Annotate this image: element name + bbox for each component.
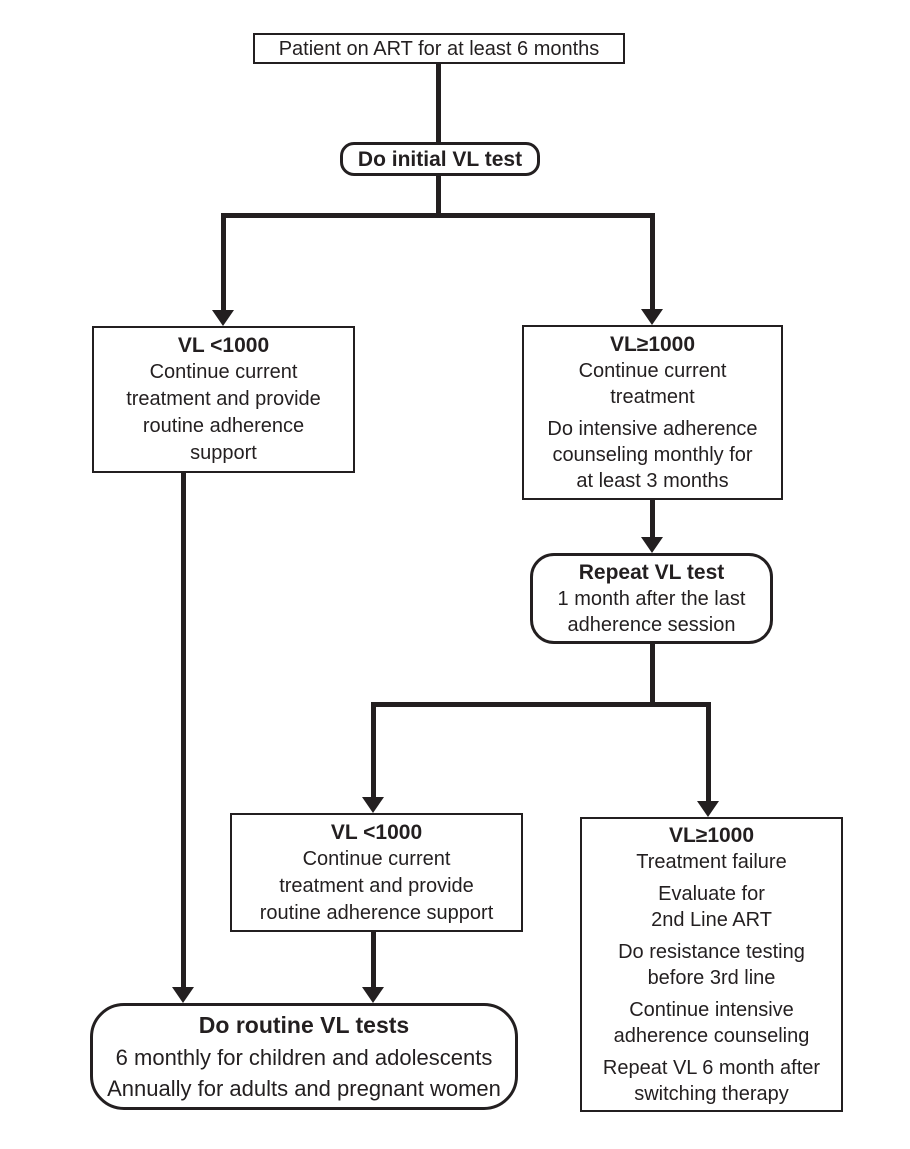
node-vl-under-1000-second-line: treatment and provide — [279, 874, 474, 897]
node-vl-over-1000-first-title: VL≥1000 — [609, 333, 696, 356]
node-do-routine-vl-tests-title: Do routine VL tests — [198, 1012, 410, 1038]
node-vl-under-1000-first-line: routine adherence — [142, 415, 305, 437]
arrowhead-into-vl-under-1000-first — [212, 310, 234, 326]
arrowhead-into-vl-over-1000-first — [641, 309, 663, 325]
node-vl-over-1000-first-line: at least 3 months — [576, 470, 729, 492]
node-vl-over-1000-second-line: switching therapy — [634, 1083, 789, 1105]
connector-branch-to-vl-over-1000-second — [706, 702, 711, 802]
node-vl-over-1000-second: VL≥1000 Treatment failure Evaluate for 2… — [580, 817, 843, 1112]
node-vl-over-1000-second-line: Do resistance testing — [618, 941, 805, 963]
node-vl-over-1000-second-line: Repeat VL 6 month after — [602, 1057, 821, 1079]
connector-vl-under-1000-second-to-routine-tests — [371, 930, 376, 988]
connector-initial-test-to-branch — [436, 174, 441, 218]
node-vl-over-1000-first: VL≥1000 Continue current treatment Do in… — [522, 325, 783, 500]
arrowhead-into-vl-under-1000-second — [362, 797, 384, 813]
node-vl-under-1000-first-line: support — [190, 442, 257, 464]
connector-vl-over-1000-to-repeat-test — [650, 500, 655, 538]
node-vl-over-1000-first-line: treatment — [610, 386, 695, 408]
node-vl-under-1000-second-title: VL <1000 — [330, 820, 423, 844]
node-vl-over-1000-second-line: adherence counseling — [613, 1025, 810, 1047]
arrowhead-into-routine-tests-left — [172, 987, 194, 1003]
node-patient-text: Patient on ART for at least 6 months — [278, 37, 600, 60]
node-vl-under-1000-second-line: Continue current — [302, 847, 451, 870]
node-vl-under-1000-first-line: Continue current — [149, 361, 298, 383]
node-vl-over-1000-second-line: Treatment failure — [636, 851, 787, 873]
node-vl-under-1000-first-title: VL <1000 — [177, 334, 270, 357]
node-do-routine-vl-tests-line: Annually for adults and pregnant women — [107, 1076, 501, 1101]
node-vl-under-1000-second: VL <1000 Continue current treatment and … — [230, 813, 523, 932]
node-vl-over-1000-second-line: before 3rd line — [647, 967, 776, 989]
node-vl-over-1000-first-line: Continue current — [578, 360, 727, 382]
node-vl-under-1000-first: VL <1000 Continue current treatment and … — [92, 326, 355, 473]
node-repeat-vl-test-line: 1 month after the last — [557, 588, 746, 610]
node-vl-under-1000-first-line: treatment and provide — [126, 388, 321, 410]
connector-vl-under-1000-first-to-routine-tests — [181, 471, 186, 988]
connector-branch-to-vl-under-1000-first — [221, 213, 226, 311]
node-vl-over-1000-second-title: VL≥1000 — [668, 824, 755, 847]
node-vl-over-1000-second-line: Evaluate for — [658, 883, 765, 905]
branch-bar-repeat — [371, 702, 711, 707]
branch-bar-initial — [221, 213, 655, 218]
node-repeat-vl-test: Repeat VL test 1 month after the last ad… — [530, 553, 773, 644]
node-do-initial-vl-test: Do initial VL test — [340, 142, 540, 176]
arrowhead-into-vl-over-1000-second — [697, 801, 719, 817]
node-do-routine-vl-tests-line: 6 monthly for children and adolescents — [115, 1045, 493, 1070]
arrowhead-into-routine-tests-right — [362, 987, 384, 1003]
node-do-routine-vl-tests: Do routine VL tests 6 monthly for childr… — [90, 1003, 518, 1110]
node-repeat-vl-test-line: adherence session — [567, 614, 736, 636]
node-vl-over-1000-second-line: 2nd Line ART — [651, 909, 772, 931]
node-vl-over-1000-second-line: Continue intensive — [629, 999, 794, 1021]
node-patient-on-art: Patient on ART for at least 6 months — [253, 33, 625, 64]
node-repeat-vl-test-title: Repeat VL test — [578, 561, 725, 584]
connector-branch-to-vl-under-1000-second — [371, 702, 376, 798]
node-vl-over-1000-first-line: counseling monthly for — [552, 444, 753, 466]
node-vl-over-1000-first-line: Do intensive adherence — [547, 418, 758, 440]
connector-patient-to-initial-test — [436, 62, 441, 144]
node-vl-under-1000-second-line: routine adherence support — [259, 901, 494, 924]
connector-repeat-test-to-branch — [650, 644, 655, 707]
arrowhead-into-repeat-test — [641, 537, 663, 553]
connector-branch-to-vl-over-1000-first — [650, 213, 655, 310]
node-do-initial-vl-test-title: Do initial VL test — [357, 147, 523, 171]
